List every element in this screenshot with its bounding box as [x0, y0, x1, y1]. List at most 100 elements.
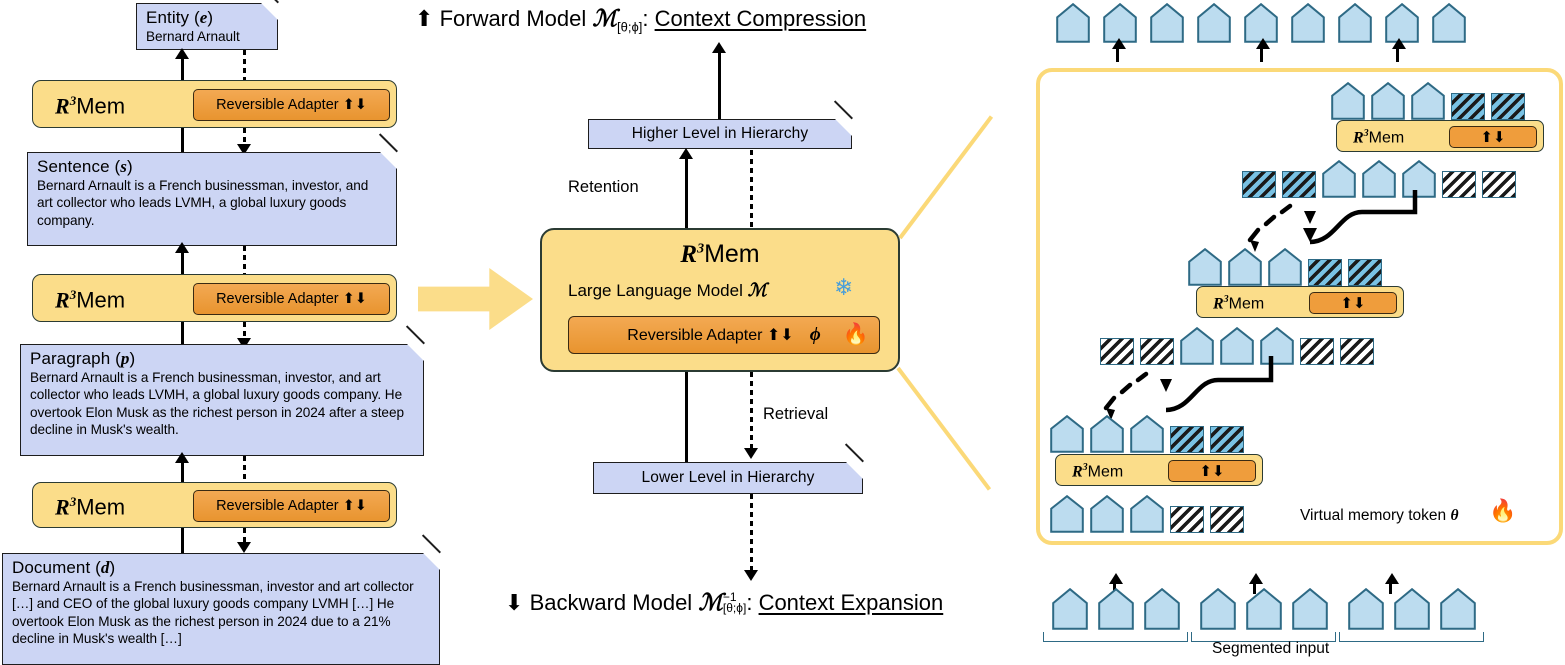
note-shape — [27, 152, 397, 246]
reversible-adapter-arrows[interactable]: ⬆⬇ — [1449, 126, 1537, 148]
r3mem-bar-entity[interactable]: R3Mem Reversible Adapter ⬆⬇ — [32, 80, 397, 128]
stage2-input-row — [1100, 327, 1374, 365]
paragraph-note-title: Paragraph (p) — [30, 349, 136, 368]
retention-arrow-head-5 — [175, 452, 189, 463]
paragraph-note: Paragraph (p) Bernard Arnault is a Frenc… — [20, 325, 425, 456]
higher-level-label: Higher Level in Hierarchy — [631, 125, 809, 142]
token-pentagon — [1228, 248, 1262, 286]
retention-arrow-line-1 — [181, 58, 184, 80]
reversible-adapter[interactable]: Reversible Adapter ⬆⬇ — [193, 490, 390, 522]
retention-arrow-head-1 — [175, 48, 189, 59]
backward-flow-line — [750, 494, 753, 572]
segment-arrow-line-2 — [1253, 582, 1256, 594]
memory-token-filled — [1170, 426, 1204, 453]
r3mem-bar-sentence[interactable]: R3Mem Reversible Adapter ⬆⬇ — [32, 274, 397, 322]
token-pentagon — [1348, 588, 1384, 630]
backward-flow-arrowhead — [744, 570, 758, 581]
memory-token-empty — [1340, 338, 1374, 365]
note-fold-line — [422, 534, 441, 554]
memory-token-empty — [1482, 171, 1516, 198]
reversible-adapter-arrows[interactable]: ⬆⬇ — [1309, 292, 1397, 314]
segment-bracket-1 — [1043, 632, 1188, 642]
memory-token-empty — [1210, 506, 1244, 533]
token-pentagon — [1402, 160, 1436, 198]
output-arrow-line-2 — [1260, 47, 1263, 62]
forward-flow-line-core — [685, 372, 688, 462]
segmented-input-row — [1052, 588, 1496, 630]
retrieval-arrow-line-6 — [243, 528, 246, 544]
lower-level-box: Lower Level in Hierarchy — [593, 443, 864, 494]
sentence-note-title: Sentence (s) — [37, 157, 133, 176]
memory-token-filled — [1210, 426, 1244, 453]
r3mem-label: R3Mem — [1213, 293, 1265, 313]
token-pentagon — [1130, 415, 1164, 453]
entity-note-title: Entity (e) — [146, 8, 214, 27]
segment-arrow-3 — [1385, 573, 1399, 584]
token-pentagon — [1090, 495, 1124, 533]
r3mem-core-title: R3Mem — [680, 240, 760, 268]
forward-flow-arrowhead-top — [712, 42, 726, 53]
memory-token-empty — [1170, 506, 1204, 533]
entity-note-body: Bernard Arnault — [146, 29, 240, 44]
entity-note: Entity (e) Bernard Arnault — [136, 0, 279, 50]
token-pentagon — [1150, 3, 1184, 43]
memory-token-filled — [1308, 259, 1342, 286]
r3mem-core-box[interactable]: R3Mem Large Language Model ℳ ❄ Reversibl… — [540, 228, 900, 372]
retention-line — [685, 158, 688, 228]
segment-arrow-1 — [1109, 573, 1123, 584]
token-pentagon — [1362, 160, 1396, 198]
memory-token-empty — [1100, 338, 1134, 365]
retrieval-arrow-line-5 — [243, 456, 246, 482]
token-pentagon — [1246, 588, 1282, 630]
token-pentagon — [1130, 495, 1164, 533]
token-pentagon — [1432, 3, 1466, 43]
flow-arrow — [418, 268, 533, 330]
note-fold-line — [834, 100, 853, 120]
r3mem-bar-stage2[interactable]: R3Mem ⬆⬇ — [1196, 286, 1404, 318]
retrieval-arrow-head-4 — [237, 338, 251, 349]
note-shape — [20, 344, 424, 456]
token-pentagon — [1440, 588, 1476, 630]
retrieval-line-lower — [750, 372, 753, 450]
down-arrow-icon: ⬇ — [505, 590, 524, 615]
token-pentagon — [1056, 3, 1090, 43]
retention-arrow-head-3 — [175, 242, 189, 253]
retrieval-label: Retrieval — [763, 405, 829, 423]
document-note: Document (d) Bernard Arnault is a French… — [2, 534, 441, 665]
zoom-ray-bottom — [896, 366, 992, 491]
stage2-output-row — [1188, 248, 1382, 286]
token-pentagon — [1090, 415, 1124, 453]
core-reversible-adapter[interactable]: Reversible Adapter ⬆⬇ ϕ 🔥 — [568, 316, 880, 354]
token-pentagon — [1188, 248, 1222, 286]
retention-arrow-line-4 — [181, 322, 184, 350]
retrieval-line-upper — [750, 150, 753, 230]
memory-token-empty — [1300, 338, 1334, 365]
token-pentagon — [1180, 327, 1214, 365]
retention-arrowhead — [679, 148, 693, 159]
stage3-connectors — [1247, 190, 1418, 252]
paragraph-note-body: Bernard Arnault is a French businessman,… — [30, 370, 404, 438]
token-pentagon — [1197, 3, 1231, 43]
note-fold-line — [406, 325, 425, 345]
r3mem-bar-stage1[interactable]: R3Mem ⬆⬇ — [1055, 454, 1263, 486]
segment-arrow-line-3 — [1389, 582, 1392, 594]
retention-arrow-line-6 — [181, 528, 184, 556]
reversible-adapter[interactable]: Reversible Adapter ⬆⬇ — [193, 89, 390, 121]
token-pentagon — [1050, 415, 1084, 453]
reversible-adapter-arrows[interactable]: ⬆⬇ — [1168, 460, 1256, 482]
token-pentagon — [1260, 327, 1294, 365]
token-pentagon — [1052, 588, 1088, 630]
note-shape — [136, 3, 278, 50]
note-shape — [588, 119, 852, 149]
memory-token-empty — [1442, 171, 1476, 198]
phi-symbol: ϕ — [809, 324, 821, 345]
retrieval-arrow-line-2 — [243, 128, 246, 146]
token-pentagon — [1292, 588, 1328, 630]
retention-arrow-line-3 — [181, 252, 184, 274]
sentence-note: Sentence (s) Bernard Arnault is a French… — [27, 133, 398, 246]
note-shape — [593, 462, 863, 494]
token-pentagon — [1144, 588, 1180, 630]
reversible-adapter[interactable]: Reversible Adapter ⬆⬇ — [193, 283, 390, 315]
r3mem-bar-stage3[interactable]: R3Mem ⬆⬇ — [1336, 120, 1544, 152]
r3mem-bar-paragraph[interactable]: R3Mem Reversible Adapter ⬆⬇ — [32, 482, 397, 528]
